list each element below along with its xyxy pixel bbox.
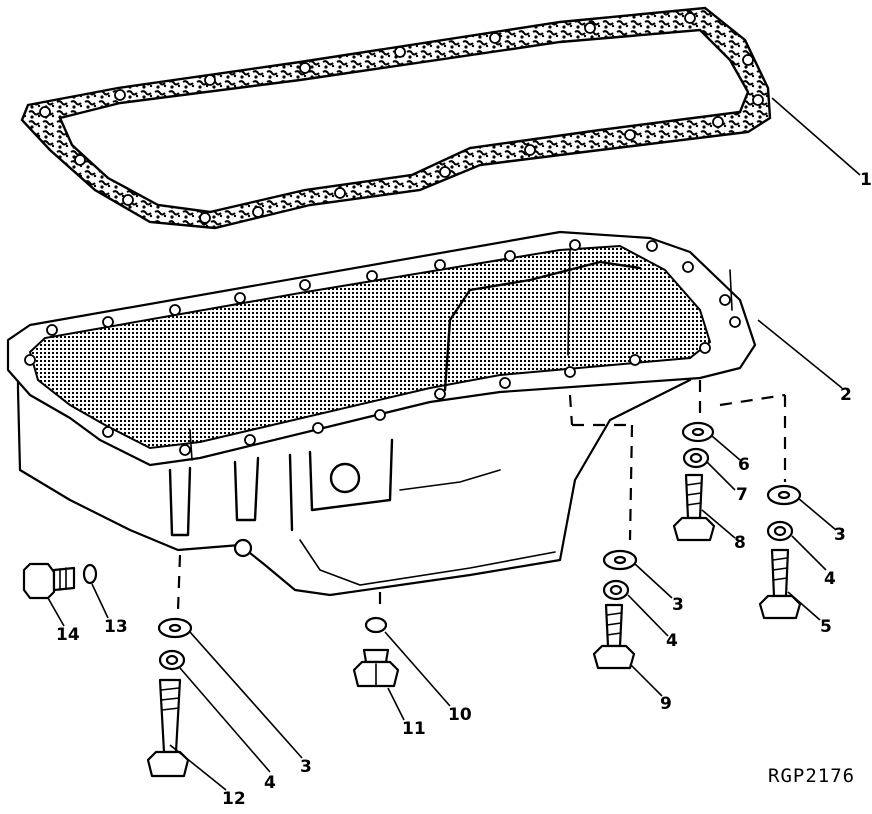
callout-3-middle: 3 bbox=[672, 595, 684, 615]
cap-screw-short-front bbox=[592, 603, 636, 670]
leader-lines bbox=[47, 435, 837, 791]
cap-screw-long bbox=[146, 678, 190, 778]
callout-10: 10 bbox=[448, 705, 472, 725]
callout-1: 1 bbox=[860, 170, 872, 190]
flat-washer bbox=[157, 421, 802, 639]
callout-12: 12 bbox=[222, 789, 246, 809]
callout-14: 14 bbox=[56, 625, 80, 645]
callout-4-right: 4 bbox=[824, 569, 836, 589]
oil-pan bbox=[6, 230, 757, 597]
callout-3-left: 3 bbox=[300, 757, 312, 777]
callout-4-left: 4 bbox=[264, 773, 276, 793]
callout-4-middle: 4 bbox=[666, 631, 678, 651]
cap-screw-short-rear bbox=[672, 473, 716, 542]
callout-6: 6 bbox=[738, 455, 750, 475]
oil-pan-gasket bbox=[20, 6, 772, 230]
lock-washer bbox=[158, 447, 794, 671]
callout-13: 13 bbox=[104, 617, 128, 637]
callout-7: 7 bbox=[736, 485, 748, 505]
callout-8: 8 bbox=[734, 533, 746, 553]
o-ring bbox=[82, 563, 98, 585]
cap-screw-short-right bbox=[758, 548, 802, 620]
callout-9: 9 bbox=[660, 694, 672, 714]
drain-plug bbox=[352, 648, 400, 688]
pan-bolt-holes bbox=[24, 239, 741, 456]
gasket-bolt-holes bbox=[39, 12, 764, 224]
callout-5: 5 bbox=[820, 617, 832, 637]
callout-3-right: 3 bbox=[834, 525, 846, 545]
alignment-lines bbox=[176, 380, 787, 612]
figure-reference-code: RGP2176 bbox=[768, 765, 855, 787]
side-plug bbox=[22, 562, 76, 600]
sealing-washer bbox=[364, 616, 388, 634]
callout-11: 11 bbox=[402, 719, 426, 739]
callout-2: 2 bbox=[840, 385, 852, 405]
